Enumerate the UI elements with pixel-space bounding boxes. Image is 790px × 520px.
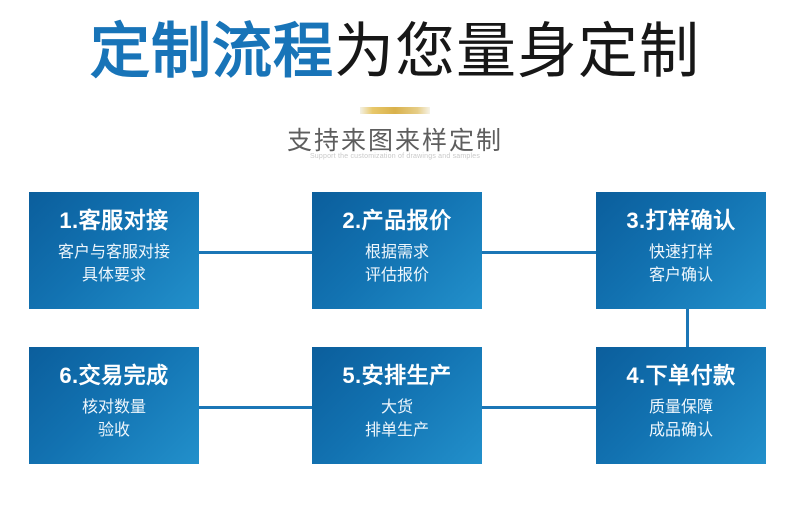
connector-step5-step6 (195, 406, 317, 409)
flow-step-3-title: 3.打样确认 (626, 208, 736, 233)
page-subtitle-english: Support the customization of drawings an… (309, 153, 481, 160)
flow-step-2-title: 2.产品报价 (342, 208, 452, 233)
flow-step-4-line1: 质量保障 (648, 399, 713, 417)
page-title: 定制流程为您量身定制 (0, 22, 790, 82)
flow-step-1-line2: 具体要求 (81, 267, 146, 285)
connector-step3-step4 (686, 305, 689, 351)
flow-step-2[interactable]: 2.产品报价 根据需求 评估报价 (312, 192, 482, 309)
flow-step-6-title: 6.交易完成 (59, 363, 169, 388)
connector-step1-step2 (195, 251, 317, 254)
flow-step-2-line2: 评估报价 (364, 267, 429, 285)
flow-step-6-line2: 验收 (97, 422, 130, 440)
flow-step-5-title: 5.安排生产 (342, 363, 452, 388)
connector-step4-step5 (478, 406, 600, 409)
gold-divider (360, 107, 430, 114)
flow-step-1[interactable]: 1.客服对接 客户与客服对接 具体要求 (29, 192, 199, 309)
flow-step-3-line1: 快速打样 (648, 244, 713, 262)
page-subtitle: 支持来图来样定制 (286, 127, 503, 155)
flow-step-1-title: 1.客服对接 (59, 208, 169, 233)
flow-step-5-line1: 大货 (380, 399, 413, 417)
flow-step-1-line1: 客户与客服对接 (57, 244, 170, 262)
flow-step-4[interactable]: 4.下单付款 质量保障 成品确认 (596, 347, 766, 464)
flow-step-4-line2: 成品确认 (648, 422, 713, 440)
flow-step-4-title: 4.下单付款 (626, 363, 736, 388)
flow-step-2-line1: 根据需求 (364, 244, 429, 262)
flow-step-5[interactable]: 5.安排生产 大货 排单生产 (312, 347, 482, 464)
flow-step-5-line2: 排单生产 (364, 422, 429, 440)
flow-step-3[interactable]: 3.打样确认 快速打样 客户确认 (596, 192, 766, 309)
connector-step2-step3 (478, 251, 600, 254)
flow-step-6-line1: 核对数量 (81, 399, 146, 417)
flow-step-6[interactable]: 6.交易完成 核对数量 验收 (29, 347, 199, 464)
page-title-accent: 定制流程 (90, 18, 334, 85)
page-title-rest: 为您量身定制 (334, 18, 700, 85)
flow-step-3-line2: 客户确认 (648, 267, 713, 285)
